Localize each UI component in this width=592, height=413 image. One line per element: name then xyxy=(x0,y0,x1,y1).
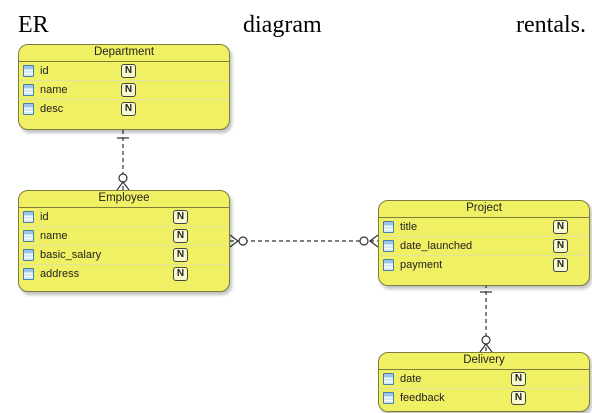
many-marker xyxy=(479,343,493,353)
entity-title: Employee xyxy=(19,191,229,208)
attribute-name: title xyxy=(400,221,418,233)
zero-marker xyxy=(118,173,128,183)
caption: ER diagram rentals. xyxy=(18,8,586,42)
attribute-row: date N xyxy=(379,370,589,389)
attribute-name: payment xyxy=(400,259,443,271)
column-icon xyxy=(23,103,34,115)
attribute-row: name N xyxy=(19,81,229,100)
nullable-badge-icon: N xyxy=(173,248,188,262)
nullable-badge-icon: N xyxy=(121,83,136,97)
column-icon xyxy=(23,84,34,96)
attribute-name: desc xyxy=(40,103,64,115)
entity-title: Delivery xyxy=(379,353,589,370)
attribute-row: date_launched N xyxy=(379,237,589,256)
many-marker xyxy=(116,181,130,191)
attribute-row: title N xyxy=(379,218,589,237)
entity-project[interactable]: Project title N date_launched N payment … xyxy=(378,200,590,286)
attribute-row: basic_salary N xyxy=(19,246,229,265)
attribute-row: id N xyxy=(19,62,229,81)
attribute-name: date xyxy=(400,373,422,385)
column-icon xyxy=(383,240,394,252)
zero-marker xyxy=(359,236,369,246)
column-icon xyxy=(23,249,34,261)
attribute-row: id N xyxy=(19,208,229,227)
nullable-badge-icon: N xyxy=(121,102,136,116)
column-icon xyxy=(383,373,394,385)
attribute-row: desc N xyxy=(19,100,229,118)
attribute-name: address xyxy=(40,268,80,280)
column-icon xyxy=(23,268,34,280)
nullable-badge-icon: N xyxy=(173,267,188,281)
attribute-name: name xyxy=(40,84,68,96)
attribute-row: address N xyxy=(19,265,229,283)
attribute-name: feedback xyxy=(400,392,445,404)
attribute-row: payment N xyxy=(379,256,589,274)
entity-title: Project xyxy=(379,201,589,218)
column-icon xyxy=(23,65,34,77)
nullable-badge-icon: N xyxy=(173,210,188,224)
zero-marker xyxy=(481,335,491,345)
column-icon xyxy=(23,230,34,242)
column-icon xyxy=(383,259,394,271)
column-icon xyxy=(23,211,34,223)
attribute-name: date_launched xyxy=(400,240,473,252)
many-marker xyxy=(369,234,379,248)
nullable-badge-icon: N xyxy=(511,391,526,405)
nullable-badge-icon: N xyxy=(173,229,188,243)
entity-department[interactable]: Department id N name N desc N xyxy=(18,44,230,130)
caption-word: ER xyxy=(18,11,49,38)
caption-word: diagram xyxy=(243,11,322,38)
column-icon xyxy=(383,392,394,404)
entity-title: Department xyxy=(19,45,229,62)
attribute-name: id xyxy=(40,65,49,77)
attribute-row: feedback N xyxy=(379,389,589,407)
nullable-badge-icon: N xyxy=(553,220,568,234)
many-marker xyxy=(229,234,239,248)
caption-word: rentals. xyxy=(516,11,586,38)
attribute-name: id xyxy=(40,211,49,223)
attribute-name: name xyxy=(40,230,68,242)
entity-delivery[interactable]: Delivery date N feedback N xyxy=(378,352,590,412)
entity-employee[interactable]: Employee id N name N basic_salary N addr… xyxy=(18,190,230,292)
nullable-badge-icon: N xyxy=(511,372,526,386)
nullable-badge-icon: N xyxy=(121,64,136,78)
nullable-badge-icon: N xyxy=(553,258,568,272)
attribute-row: name N xyxy=(19,227,229,246)
column-icon xyxy=(383,221,394,233)
nullable-badge-icon: N xyxy=(553,239,568,253)
zero-marker xyxy=(238,236,248,246)
attribute-name: basic_salary xyxy=(40,249,102,261)
